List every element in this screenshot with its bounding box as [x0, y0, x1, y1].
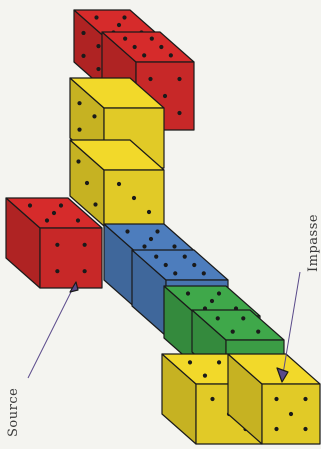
red-source-front-pip [55, 243, 59, 247]
red-top-back-top-pip [122, 15, 126, 19]
red-top-front-front-pip [177, 111, 181, 115]
red-source-top-pip [52, 211, 56, 215]
red-top-front-top-pip [133, 45, 137, 49]
yellow-bottom-1-top-pip [203, 374, 207, 378]
blue-2-top-pip [202, 271, 206, 275]
red-top-front-top-pip [142, 53, 146, 57]
yellow-tower-2-front-pip [117, 182, 121, 186]
yellow-bottom-2-front-pip [289, 412, 293, 416]
red-top-back-top-pip [94, 15, 98, 19]
red-top-back-side-pip [96, 67, 100, 71]
red-source-top-pip [59, 203, 63, 207]
red-top-back-side-pip [96, 44, 100, 48]
yellow-tower-2-side-pip [76, 159, 80, 163]
red-top-front-front-pip [163, 94, 167, 98]
yellow-bottom-1-top-pip [188, 360, 192, 364]
red-top-back-side-pip [81, 54, 85, 58]
green-1-top-pip [210, 299, 214, 303]
red-top-front-front-pip [148, 77, 152, 81]
impasse-label: Impasse [306, 214, 321, 272]
red-source-front [40, 228, 102, 288]
red-top-front-top-pip [159, 45, 163, 49]
yellow-tower-2-front-pip [147, 210, 151, 214]
yellow-tower-2-side-pip [93, 202, 97, 206]
yellow-bottom-2-front-pip [274, 427, 278, 431]
blue-1-top-pip [142, 244, 146, 248]
green-2-top-pip [231, 330, 235, 334]
blue-2-top-pip [192, 263, 196, 267]
source-leader-line [28, 282, 76, 378]
yellow-bottom-1-front-pip [210, 397, 214, 401]
green-2-top-pip [241, 316, 245, 320]
blue-1-top-pip [172, 244, 176, 248]
source-label: Source [6, 388, 21, 437]
red-top-front-top-pip [123, 37, 127, 41]
yellow-bottom-2-front-pip [303, 427, 307, 431]
blue-1-top-pip [155, 229, 159, 233]
green-1-top-pip [186, 291, 190, 295]
blue-2-top-pip [164, 263, 168, 267]
red-top-front-top-pip [150, 37, 154, 41]
red-top-back-side-pip [81, 31, 85, 35]
yellow-tower-1-side-pip [92, 114, 96, 118]
red-top-front-top-pip [169, 53, 173, 57]
green-2-top-pip [216, 316, 220, 320]
yellow-tower-2-front-pip [132, 196, 136, 200]
blue-2-top-pip [154, 255, 158, 259]
red-top-front-front-pip [177, 77, 181, 81]
red-source-top-pip [45, 218, 49, 222]
yellow-tower-2-side-pip [85, 181, 89, 185]
red-source-top-pip [76, 218, 80, 222]
yellow-tower-1-side-pip [77, 101, 81, 105]
yellow-bottom-2-front-pip [274, 397, 278, 401]
yellow-bottom-1-top-pip [217, 360, 221, 364]
blue-2-top-pip [183, 255, 187, 259]
blue-2-top-pip [173, 271, 177, 275]
blue-1-top-pip [125, 229, 129, 233]
blue-1-top-pip [149, 237, 153, 241]
green-1-top-pip [217, 291, 221, 295]
yellow-tower-1-side-pip [77, 128, 81, 132]
red-source-front-pip [83, 243, 87, 247]
red-source-top-pip [28, 203, 32, 207]
green-2-top-pip [256, 330, 260, 334]
red-source-front-pip [83, 269, 87, 273]
red-source-front-pip [55, 269, 59, 273]
yellow-bottom-2-front-pip [303, 397, 307, 401]
red-top-back-top-pip [117, 23, 121, 27]
